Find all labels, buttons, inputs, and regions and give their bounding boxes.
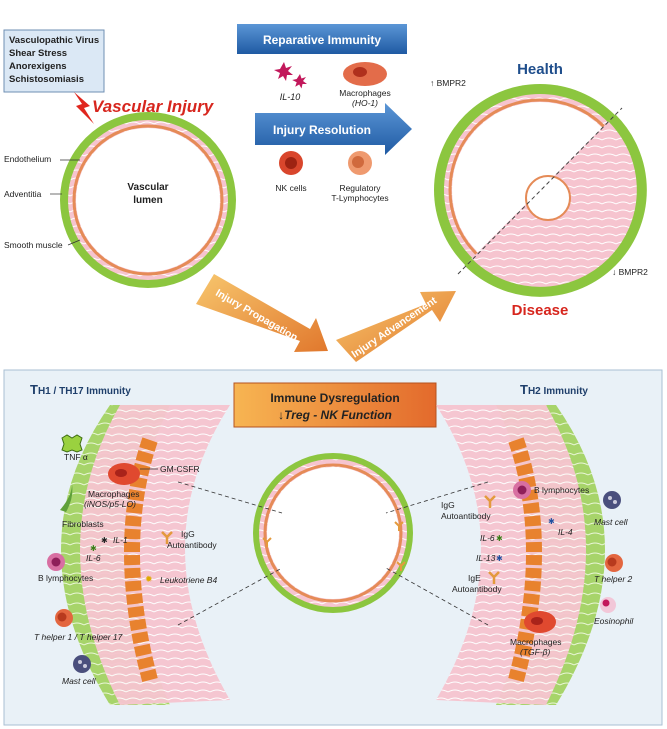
treg-label: Regulatory	[339, 183, 381, 193]
lumen-label: lumen	[133, 195, 162, 206]
t-helper-2-icon	[605, 554, 623, 572]
igg-antibody-icon	[161, 531, 173, 544]
il4-star-icon: ✱	[548, 517, 555, 526]
injury-resolution-arrow: Injury Resolution	[255, 103, 412, 155]
mast-cell-label: Mast cell	[594, 517, 629, 527]
igg-label: Autoantibody	[441, 511, 491, 521]
il6-star-icon: ✱	[90, 544, 97, 553]
macrophage-label: (TGF-β)	[520, 647, 551, 657]
macrophage-icon	[343, 62, 387, 86]
macrophage-label: Macrophages	[339, 88, 391, 98]
il6-label: IL-6	[480, 533, 495, 543]
lumen-label: Vascular	[127, 182, 168, 193]
igg-label: IgG	[441, 500, 455, 510]
nk-cells-label: NK cells	[275, 183, 306, 193]
svg-text:Immune Dysregulation: Immune Dysregulation	[270, 391, 399, 405]
lightning-icon	[74, 92, 94, 124]
svg-text:Injury Resolution: Injury Resolution	[273, 123, 371, 137]
adventitia-label: Adventitia	[4, 189, 42, 199]
central-vessel	[253, 453, 413, 613]
th2-title: TH2 Immunity	[520, 382, 588, 397]
svg-text:↓Treg - NK Function: ↓Treg - NK Function	[278, 408, 392, 422]
svg-text:Injury Propagation: Injury Propagation	[213, 287, 299, 344]
igg-label: IgG	[181, 529, 195, 539]
b-lymphocytes-label: B lymphocytes	[38, 573, 93, 583]
cause-item: Anorexigens	[9, 61, 67, 72]
svg-text:Injury Advancement: Injury Advancement	[350, 294, 440, 360]
cause-item: Schistosomiasis	[9, 74, 84, 85]
nk-cell-icon	[279, 151, 303, 175]
il1-star-icon: ✱	[101, 536, 108, 545]
leukotriene-icon: ✹	[145, 574, 153, 584]
il10-star-icon	[274, 62, 307, 89]
t-helper-2-label: T helper 2	[594, 574, 633, 584]
treg-cell-icon	[348, 151, 372, 175]
health-label: Health	[517, 61, 563, 78]
fibroblast-icon	[60, 484, 73, 512]
il6-star-icon: ✱	[496, 534, 503, 543]
mast-cell-label: Mast cell	[62, 676, 97, 686]
igg-label: Autoantibody	[167, 540, 217, 550]
th1-th17-label: T helper 1 / T helper 17	[34, 632, 123, 642]
macrophage-label: Macrophages	[88, 489, 140, 499]
cause-item: Vasculopathic Virus	[9, 35, 99, 46]
il13-star-icon: ✱	[496, 554, 503, 563]
macrophage-label: (iNOS/p5-LO)	[84, 499, 136, 509]
healthy-vessel	[60, 112, 236, 288]
health-disease-vessel	[434, 84, 647, 297]
bmpr2-up-label: ↑ BMPR2	[430, 78, 466, 88]
macrophage-label: (HO-1)	[352, 98, 378, 108]
mast-cell-icon	[73, 655, 91, 673]
cause-item: Shear Stress	[9, 48, 67, 59]
il6-label: IL-6	[86, 553, 101, 563]
treg-label: T-Lymphocytes	[331, 193, 388, 203]
fibroblasts-label: Fibroblasts	[62, 519, 104, 529]
il4-label: IL-4	[558, 527, 573, 537]
t-helper-icon	[55, 609, 73, 627]
il10-label: IL-10	[280, 92, 301, 102]
b-lymphocyte-icon	[47, 553, 65, 571]
bmpr2-down-label: ↓ BMPR2	[612, 267, 648, 277]
gm-csfr-label: GM-CSFR	[160, 464, 200, 474]
immune-dysregulation-box: Immune Dysregulation ↓Treg - NK Function	[233, 382, 437, 428]
ige-label: Autoantibody	[452, 584, 502, 594]
endothelium-label: Endothelium	[4, 154, 51, 164]
macrophage-label: Macrophages	[510, 637, 562, 647]
igg-antibody-icon	[484, 495, 496, 508]
svg-text:Reparative Immunity: Reparative Immunity	[263, 33, 381, 47]
ige-label: IgE	[468, 573, 481, 583]
b-lymphocyte-icon	[513, 481, 531, 499]
eosinophil-icon	[600, 597, 616, 613]
injury-advancement-arrow: Injury Advancement	[336, 291, 456, 362]
tnf-label: TNF α	[64, 452, 88, 462]
antibody-icon	[262, 521, 406, 571]
macrophage-icon	[524, 611, 556, 633]
causes-box: Vasculopathic Virus Shear Stress Anorexi…	[3, 29, 105, 93]
vascular-injury-title: Vascular Injury	[92, 97, 215, 116]
mast-cell-icon	[603, 491, 621, 509]
il13-label: IL-13	[476, 553, 496, 563]
b-lymphocytes-label: B lymphocytes	[534, 485, 589, 495]
ige-antibody-icon	[488, 571, 500, 584]
disease-label: Disease	[512, 302, 569, 319]
tnf-alpha-icon	[61, 434, 83, 453]
il1-label: IL-1	[113, 535, 128, 545]
connector-lines	[177, 481, 489, 626]
eosinophil-label: Eosinophil	[594, 616, 634, 626]
injury-propagation-arrow: Injury Propagation	[196, 274, 328, 352]
smooth-muscle-label: Smooth muscle	[4, 240, 63, 250]
reparative-immunity-banner: Reparative Immunity	[237, 24, 407, 54]
leukotriene-label: Leukotriene B4	[160, 575, 217, 585]
th1-th17-title: TH1 / TH17 Immunity	[30, 382, 131, 397]
macrophage-icon	[108, 463, 140, 485]
